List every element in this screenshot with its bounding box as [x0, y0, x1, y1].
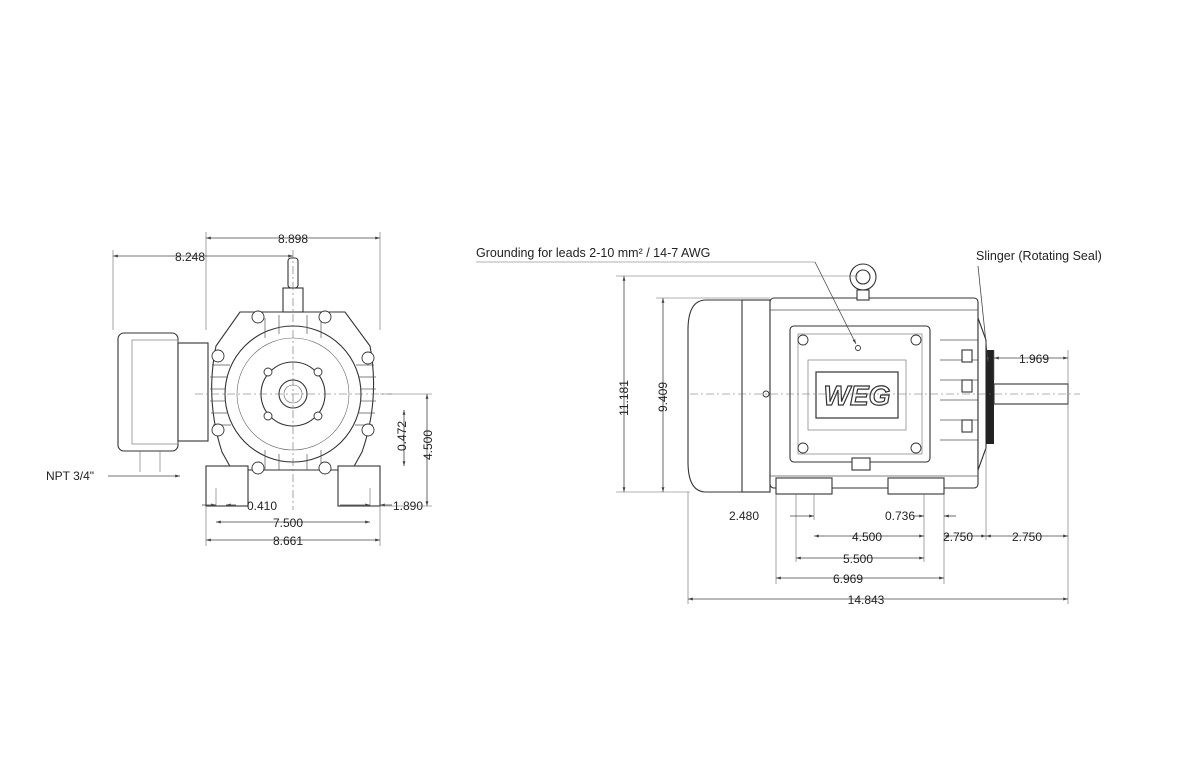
- front-view: 8.898 8.248 NPT 3/4" 0.410 7.500 8.661 1…: [46, 232, 435, 548]
- dim-0472: 0.472: [395, 421, 409, 451]
- dim-14843: 14.843: [848, 593, 885, 607]
- dim-8898: 8.898: [278, 232, 308, 246]
- dim-2480: 2.480: [729, 509, 759, 523]
- dim-2750-b: 2.750: [1012, 530, 1042, 544]
- dim-11181: 11.181: [617, 380, 631, 416]
- slinger-note: Slinger (Rotating Seal): [976, 249, 1102, 263]
- side-view: WEG Grounding for leads 2-10 mm² / 14-7 …: [476, 246, 1102, 607]
- dim-7500: 7.500: [273, 516, 303, 530]
- dim-0736: 0.736: [885, 509, 915, 523]
- dim-8248: 8.248: [175, 250, 205, 264]
- dim-6969: 6.969: [833, 572, 863, 586]
- slinger: [986, 350, 994, 444]
- dim-2750-a: 2.750: [943, 530, 973, 544]
- dim-4500-front: 4.500: [421, 430, 435, 460]
- npt-label: NPT 3/4": [46, 469, 94, 483]
- weg-logo: [815, 371, 899, 419]
- dim-8661: 8.661: [273, 534, 303, 548]
- dim-1969: 1.969: [1019, 352, 1049, 366]
- weg-logo-text: WEG: [824, 380, 891, 411]
- grounding-note: Grounding for leads 2-10 mm² / 14-7 AWG: [476, 246, 710, 260]
- dim-5500: 5.500: [843, 552, 873, 566]
- dim-9409: 9.409: [656, 382, 670, 412]
- dim-0410: 0.410: [247, 499, 277, 513]
- terminal-box: [117, 332, 209, 472]
- dim-4500-side: 4.500: [852, 530, 882, 544]
